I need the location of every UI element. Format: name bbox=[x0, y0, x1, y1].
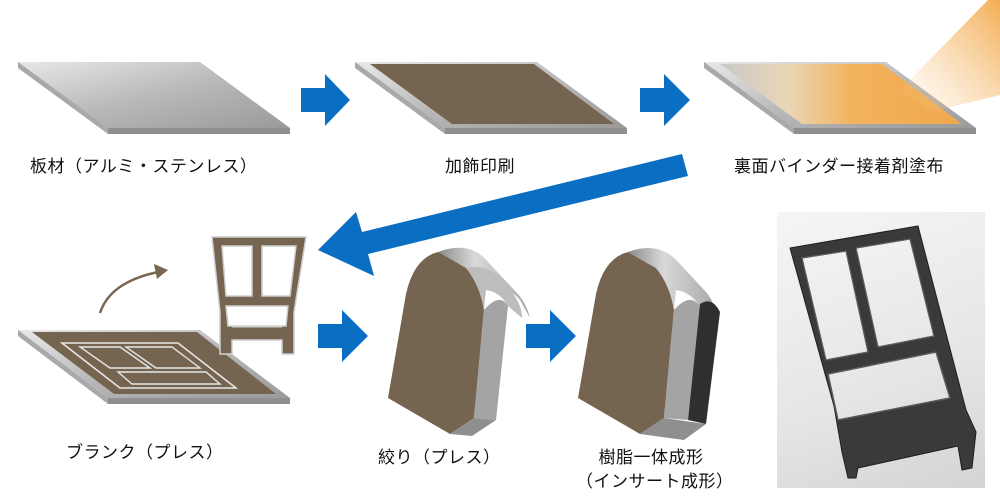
blank-plate-icon bbox=[18, 330, 290, 404]
flow-arrow-2 bbox=[640, 74, 690, 126]
step6-label-line2: （インサート成形） bbox=[576, 472, 734, 492]
step5-label: 絞り（プレス） bbox=[378, 448, 501, 468]
insert-molded-part-icon bbox=[578, 248, 720, 440]
drawn-part-icon bbox=[388, 247, 530, 436]
finished-part-frame-icon bbox=[789, 225, 977, 479]
metal-plate-icon bbox=[18, 62, 290, 134]
lift-curve-arrow bbox=[98, 270, 159, 314]
flow-arrow-3 bbox=[318, 310, 368, 362]
flow-arrow-1 bbox=[301, 74, 350, 126]
flow-arrow-4 bbox=[526, 310, 576, 362]
spray-cone-icon bbox=[900, 0, 1000, 112]
lift-curve-arrowhead bbox=[154, 264, 168, 279]
step3-label: 裏面バインダー接着剤塗布 bbox=[734, 157, 944, 177]
flow-arrow-return bbox=[318, 154, 688, 276]
binder-coated-plate-icon bbox=[704, 62, 976, 134]
step6-label-line1: 樹脂一体成形 bbox=[598, 448, 704, 468]
printed-plate-icon bbox=[355, 62, 627, 134]
step2-label: 加飾印刷 bbox=[445, 157, 515, 177]
step4-label: ブランク（プレス） bbox=[66, 443, 224, 463]
blank-frame-icon bbox=[211, 236, 307, 355]
step1-label: 板材（アルミ・ステンレス） bbox=[30, 157, 258, 177]
